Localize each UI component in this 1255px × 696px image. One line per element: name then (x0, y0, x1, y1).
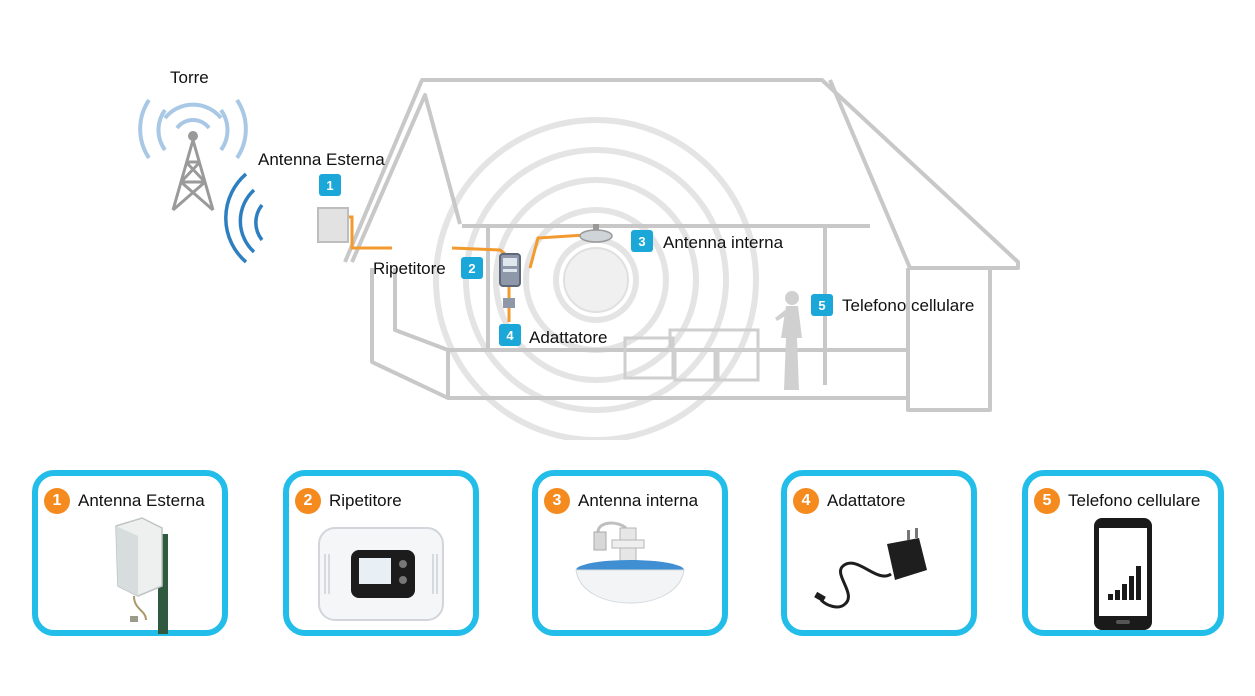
ceiling-antenna-small-icon (579, 224, 613, 243)
callout-label-5: Telefono cellulare (842, 296, 975, 315)
signal-repeater-icon (318, 527, 444, 621)
card-number-5: 5 (1034, 488, 1060, 514)
tower-label: Torre (170, 68, 209, 87)
callout-label-4: Adattatore (529, 328, 608, 347)
outdoor-signal-waves (224, 172, 264, 264)
person-silhouette (775, 291, 802, 390)
sofa-icon (623, 328, 760, 382)
house-outline (343, 78, 1020, 412)
component-card-5: 5 Telefono cellulare (1022, 470, 1224, 636)
card-number-4: 4 (793, 488, 819, 514)
cell-tower-icon (138, 98, 248, 212)
callout-badge-1: 1 (319, 174, 341, 196)
outdoor-panel-antenna-icon (115, 517, 168, 634)
power-adapter-icon (814, 528, 927, 609)
card-number-3: 3 (544, 488, 570, 514)
callout-badge-4: 4 (499, 324, 521, 346)
card-title-2: Ripetitore (329, 491, 402, 510)
card-title-3: Antenna interna (578, 491, 699, 510)
component-card-3: 3 Antenna interna (532, 470, 728, 636)
callout-label-3: Antenna interna (663, 233, 784, 252)
mobile-phone-icon (1094, 518, 1152, 630)
callout-label-1: Antenna Esterna (258, 150, 385, 169)
callout-badge-5: 5 (811, 294, 833, 316)
ceiling-antenna-icon (575, 521, 685, 604)
card-title-5: Telefono cellulare (1068, 491, 1201, 510)
component-card-2: 2 Ripetitore (283, 470, 479, 636)
card-number-1: 1 (44, 488, 70, 514)
outdoor-panel-antenna-icon (317, 207, 349, 243)
repeater-icon (499, 253, 521, 287)
callout-label-2: Ripetitore (373, 259, 446, 278)
component-card-4: 4 Adattatore (781, 470, 977, 636)
card-number-2: 2 (295, 488, 321, 514)
callout-badge-3: 3 (631, 230, 653, 252)
house-illustration (138, 78, 1020, 443)
installation-diagram: Torre Antenna Esterna 1 Ripetitore 2 3 A… (138, 68, 1020, 443)
callout-badge-2: 2 (461, 257, 483, 279)
card-title-4: Adattatore (827, 491, 906, 510)
adapter-small-icon (503, 298, 515, 308)
card-title-1: Antenna Esterna (78, 491, 205, 510)
component-card-1: 1 Antenna Esterna (32, 470, 228, 636)
